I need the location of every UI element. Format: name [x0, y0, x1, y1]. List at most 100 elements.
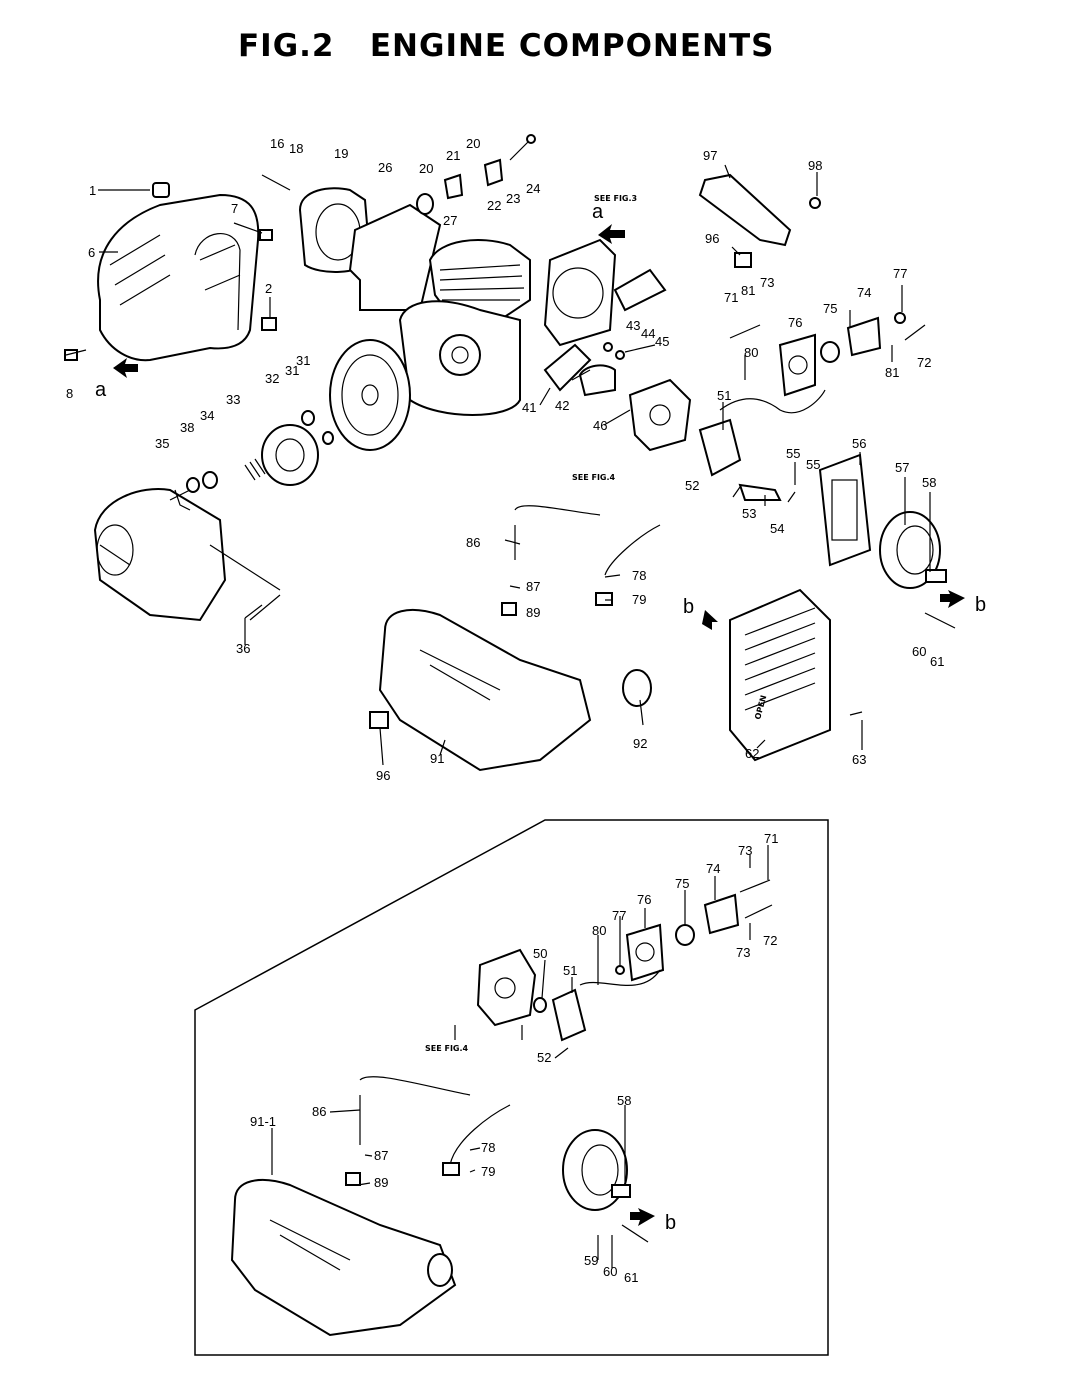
label-20a: 20: [419, 161, 433, 176]
see-fig4-ref-top: SEE FIG.4: [572, 473, 616, 482]
label-86: 86: [466, 535, 480, 550]
label-71: 71: [724, 290, 738, 305]
washer-43-part: [603, 342, 613, 352]
label-51: 51: [717, 388, 731, 403]
label-61: 61: [930, 654, 944, 669]
leader-lines-bottom: [271, 845, 769, 1268]
bolt-16-part: [261, 174, 291, 191]
inset-label-58: 58: [617, 1093, 631, 1108]
label-7: 7: [231, 201, 238, 216]
spring-33-part: [244, 458, 266, 481]
inset-bolt-61-part: [621, 1224, 649, 1243]
screw-63-part: [849, 711, 863, 716]
inset-cover-74-part: [703, 893, 740, 935]
inset-fuel-tank-part: [230, 1179, 457, 1337]
label-97: 97: [703, 148, 717, 163]
inset-label-86: 86: [312, 1104, 326, 1119]
flywheel-part: [329, 339, 411, 451]
label-55b: 55: [806, 457, 820, 472]
bolt-35-part: [169, 489, 191, 501]
label-63: 63: [852, 752, 866, 767]
label-81b: 81: [885, 365, 899, 380]
label-53: 53: [742, 506, 756, 521]
inset-grommet-89-part: [345, 1172, 361, 1186]
label-87: 87: [526, 579, 540, 594]
gasket-20-part: [416, 193, 434, 215]
figure-title: FIG.2 ENGINE COMPONENTS: [238, 28, 775, 64]
arrow-b-left-icon: [702, 610, 718, 630]
inset-label-79: 79: [481, 1164, 495, 1179]
fuel-line-78-part: [604, 524, 661, 576]
clutch-housing-part: [93, 488, 227, 622]
bolt-8-part: [64, 349, 78, 361]
bracket-97-part: [698, 173, 792, 247]
inset-label-76: 76: [637, 892, 651, 907]
bumper-96-part: [369, 711, 389, 729]
screw-36-part: [244, 604, 263, 619]
plate-51-part: [698, 418, 742, 477]
inset-label-91-1: 91-1: [250, 1114, 276, 1129]
label-91: 91: [430, 751, 444, 766]
knob-77-part: [894, 312, 906, 324]
label-60: 60: [912, 644, 926, 659]
inset-label-52: 52: [537, 1050, 551, 1065]
engine-cover-part: [97, 193, 260, 362]
arrow-b-right-letter: b: [975, 594, 986, 616]
fuel-cap-part: [622, 669, 652, 707]
label-58: 58: [922, 475, 936, 490]
label-62: 62: [745, 746, 759, 761]
inset-muffler-guard-part: [562, 1129, 631, 1211]
label-6: 6: [88, 245, 95, 260]
inset-label-74: 74: [706, 861, 720, 876]
label-43: 43: [626, 318, 640, 333]
label-78: 78: [632, 568, 646, 583]
inset-label-89: 89: [374, 1175, 388, 1190]
arrow-a-left-letter: a: [95, 379, 107, 401]
filter-75-part: [820, 341, 840, 363]
air-cleaner-base-part: [778, 333, 816, 397]
label-46: 46: [593, 418, 607, 433]
inset-label-77: 77: [612, 908, 626, 923]
label-33: 33: [226, 392, 240, 407]
label-96a: 96: [705, 231, 719, 246]
inset-label-73a: 73: [738, 843, 752, 858]
label-8: 8: [66, 386, 73, 401]
muffler-part: [818, 453, 872, 567]
inset-label-87: 87: [374, 1148, 388, 1163]
label-74: 74: [857, 285, 871, 300]
insulator-42-part: [578, 364, 616, 397]
label-44: 44: [641, 326, 655, 341]
bracket-53-part: [738, 483, 782, 501]
bracket-58-part: [925, 569, 947, 583]
arrow-a-left-icon: [113, 358, 138, 378]
recoil-starter-part: [543, 238, 667, 347]
label-55a: 55: [786, 446, 800, 461]
rubber-96-part: [734, 252, 752, 268]
label-22: 22: [487, 198, 501, 213]
fuel-tank-part: [378, 609, 592, 772]
label-18: 18: [289, 141, 303, 156]
arrow-a-top-icon: [598, 224, 625, 244]
label-41: 41: [522, 400, 536, 415]
muffler-cover-part: OPEN: [729, 588, 831, 762]
label-20b: 20: [466, 136, 480, 151]
inset-label-80: 80: [592, 923, 606, 938]
label-38: 38: [180, 420, 194, 435]
see-fig3-ref: SEE FIG.3: [594, 194, 637, 203]
engine-cylinder-part: [398, 239, 531, 416]
air-plate-part: [348, 203, 442, 311]
clutch-part: [261, 424, 319, 486]
label-98: 98: [808, 158, 822, 173]
inset-label-78: 78: [481, 1140, 495, 1155]
inset-valve-79-part: [442, 1162, 460, 1176]
bracket-2-part: [261, 317, 277, 331]
label-42: 42: [555, 398, 569, 413]
label-32: 32: [265, 371, 279, 386]
inset-knob-77-part: [615, 965, 625, 975]
label-31a: 31: [296, 353, 310, 368]
label-45: 45: [655, 334, 669, 349]
label-35: 35: [155, 436, 169, 451]
washer-31b-part: [322, 431, 334, 445]
bolt-45-part: [624, 344, 656, 353]
pipe-80-part: [719, 389, 826, 414]
